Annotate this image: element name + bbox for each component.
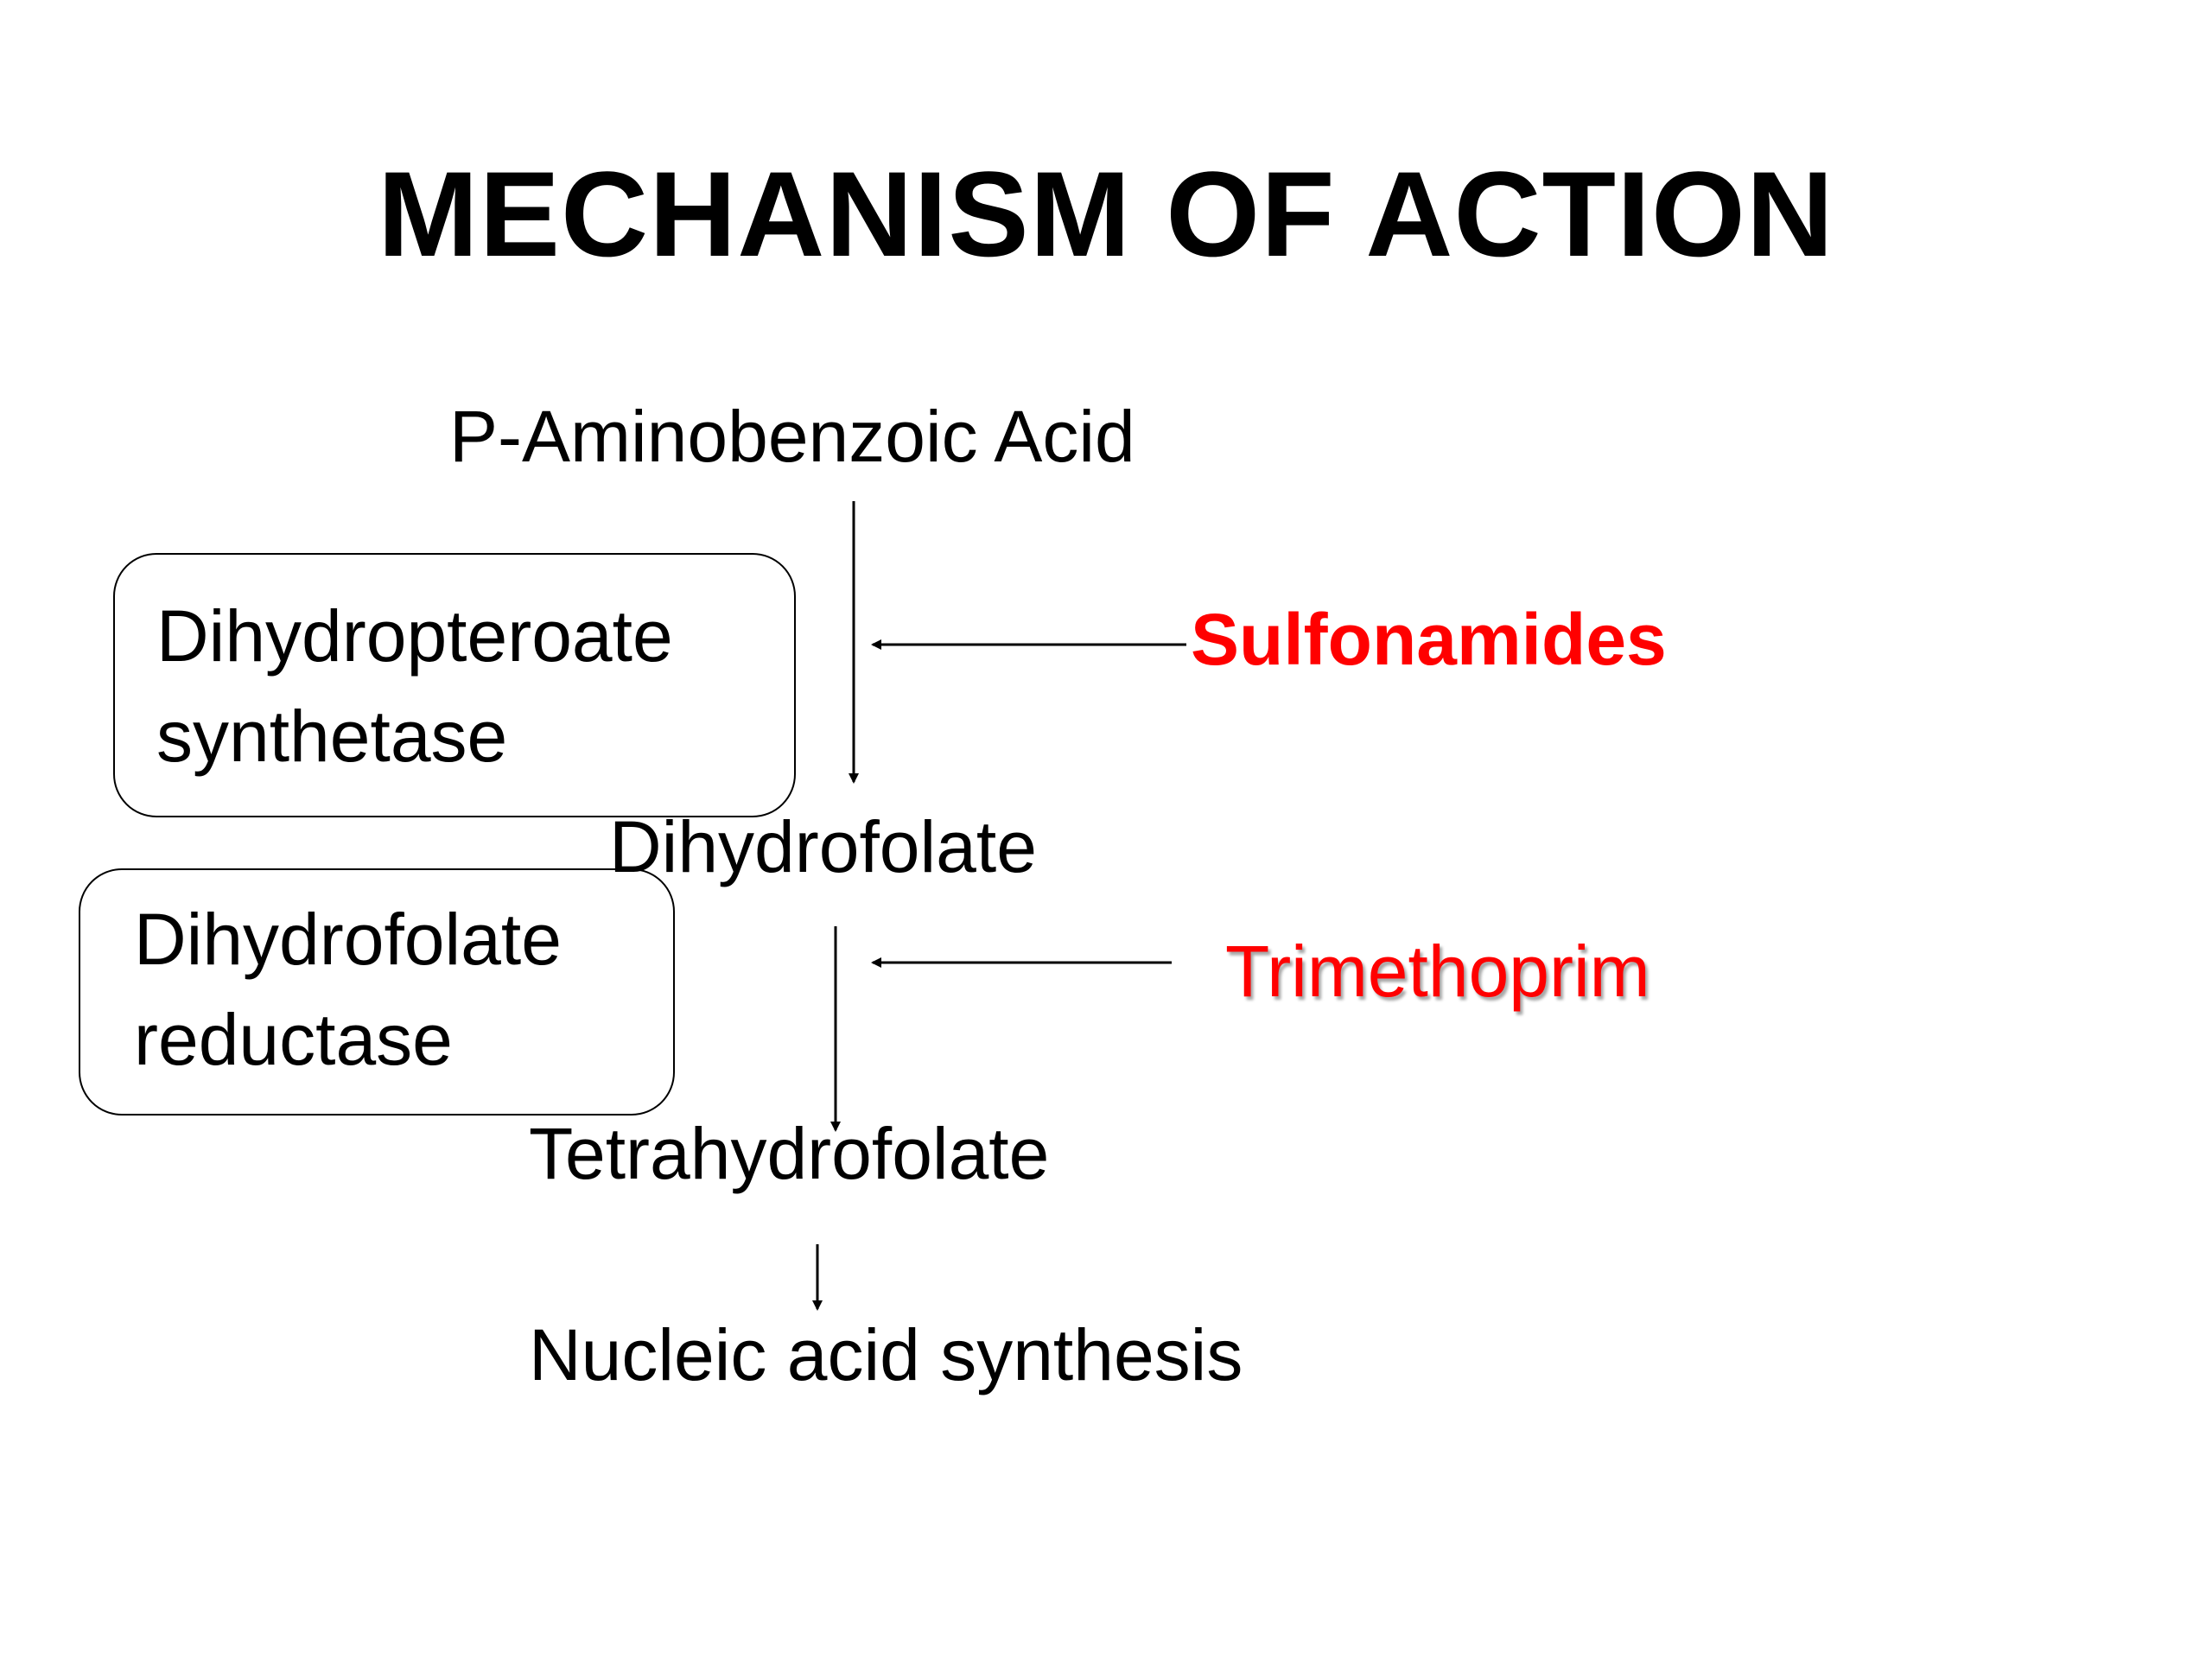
enzyme-box-dihydrofolate-reductase: Dihydrofolate reductase — [79, 868, 675, 1116]
intermediate-dihydrofolate: Dihydrofolate — [609, 806, 1037, 887]
substrate-paba: P-Aminobenzoic Acid — [449, 396, 1135, 477]
enzyme-box-dihydropteroate-synthetase: Dihydropteroate synthetase — [113, 553, 796, 817]
product-tetrahydrofolate: Tetrahydrofolate — [529, 1113, 1050, 1194]
inhibitor-trimethoprim: Trimethoprim — [1225, 931, 1650, 1012]
enzyme-label-dihydrofolate-reductase: Dihydrofolate reductase — [134, 899, 562, 1080]
inhibitor-sulfonamides: Sulfonamides — [1191, 599, 1667, 680]
enzyme-label-dihydropteroate-synthetase: Dihydropteroate synthetase — [156, 595, 673, 777]
slide-title: MECHANISM OF ACTION — [378, 146, 1834, 282]
outcome-nucleic-acid-synthesis: Nucleic acid synthesis — [529, 1314, 1243, 1395]
